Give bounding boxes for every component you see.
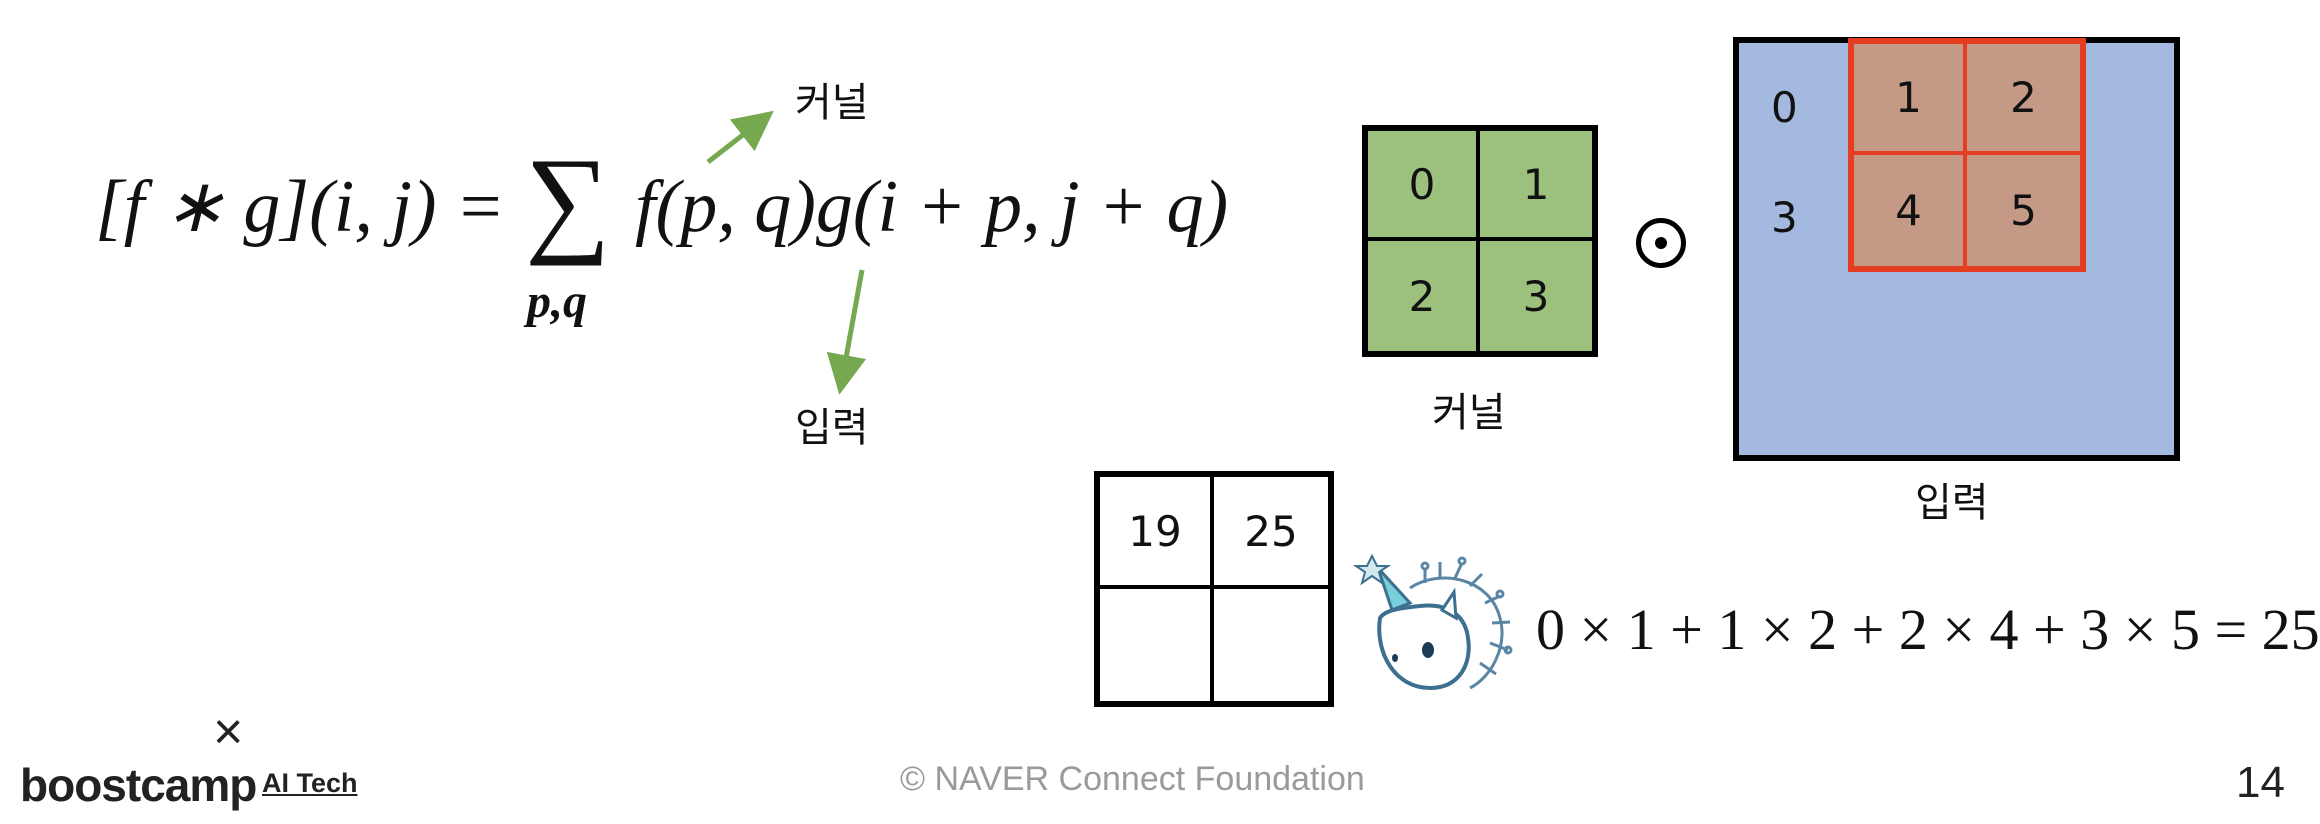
- input-arrow-label: 입력: [795, 405, 869, 451]
- kernel-caption: 커널: [1432, 390, 1506, 436]
- formula-lhs: [f ∗ g](i, j) =: [95, 166, 505, 248]
- window-cell: 5: [2010, 186, 2037, 235]
- window-cell: 4: [1854, 155, 1967, 266]
- kernel-arrow-label: 커널: [795, 80, 869, 126]
- summation-sign: ∑: [525, 133, 611, 266]
- unicorn-mascot-icon: [1352, 553, 1513, 691]
- kernel-cell: 2: [1368, 241, 1480, 351]
- output-cell: [1214, 589, 1328, 701]
- formula-rhs: f(p, q)g(i + p, j + q): [635, 166, 1229, 248]
- output-cell: [1100, 589, 1214, 701]
- input-value: 0: [1771, 83, 1798, 132]
- window-cell: 1: [1854, 44, 1967, 155]
- input-arrow: [826, 269, 867, 395]
- brand-subtitle: AI Tech: [262, 768, 358, 798]
- copyright-text: © NAVER Connect Foundation: [900, 760, 1365, 798]
- kernel-cell: 0: [1368, 131, 1480, 241]
- convolution-formula: [f ∗ g](i, j) = ∑ p,q f(p, q)g(i + p, j …: [95, 140, 1228, 326]
- hadamard-operator-icon: [1636, 218, 1686, 268]
- output-grid: 19 25: [1094, 471, 1334, 707]
- input-value: 3: [1771, 193, 1798, 242]
- window-cell: 2: [1967, 44, 2080, 155]
- calculation-text: 0 × 1 + 1 × 2 + 2 × 4 + 3 × 5 = 25: [1536, 597, 2320, 662]
- input-caption: 입력: [1915, 480, 1989, 526]
- summation-subscript: p,q: [527, 275, 587, 328]
- page-number: 14: [2236, 758, 2285, 807]
- brand-logo: boostcamp: [20, 759, 257, 811]
- kernel-grid: 0 1 2 3: [1362, 125, 1598, 357]
- brand-x-mark: ×: [213, 703, 244, 761]
- kernel-window: 1 2 4 5: [1848, 38, 2086, 272]
- output-cell: 19: [1100, 477, 1214, 589]
- kernel-cell: 3: [1522, 271, 1550, 321]
- kernel-cell: 1: [1480, 131, 1592, 241]
- output-cell: 25: [1214, 477, 1328, 589]
- kernel-arrow: [706, 110, 774, 164]
